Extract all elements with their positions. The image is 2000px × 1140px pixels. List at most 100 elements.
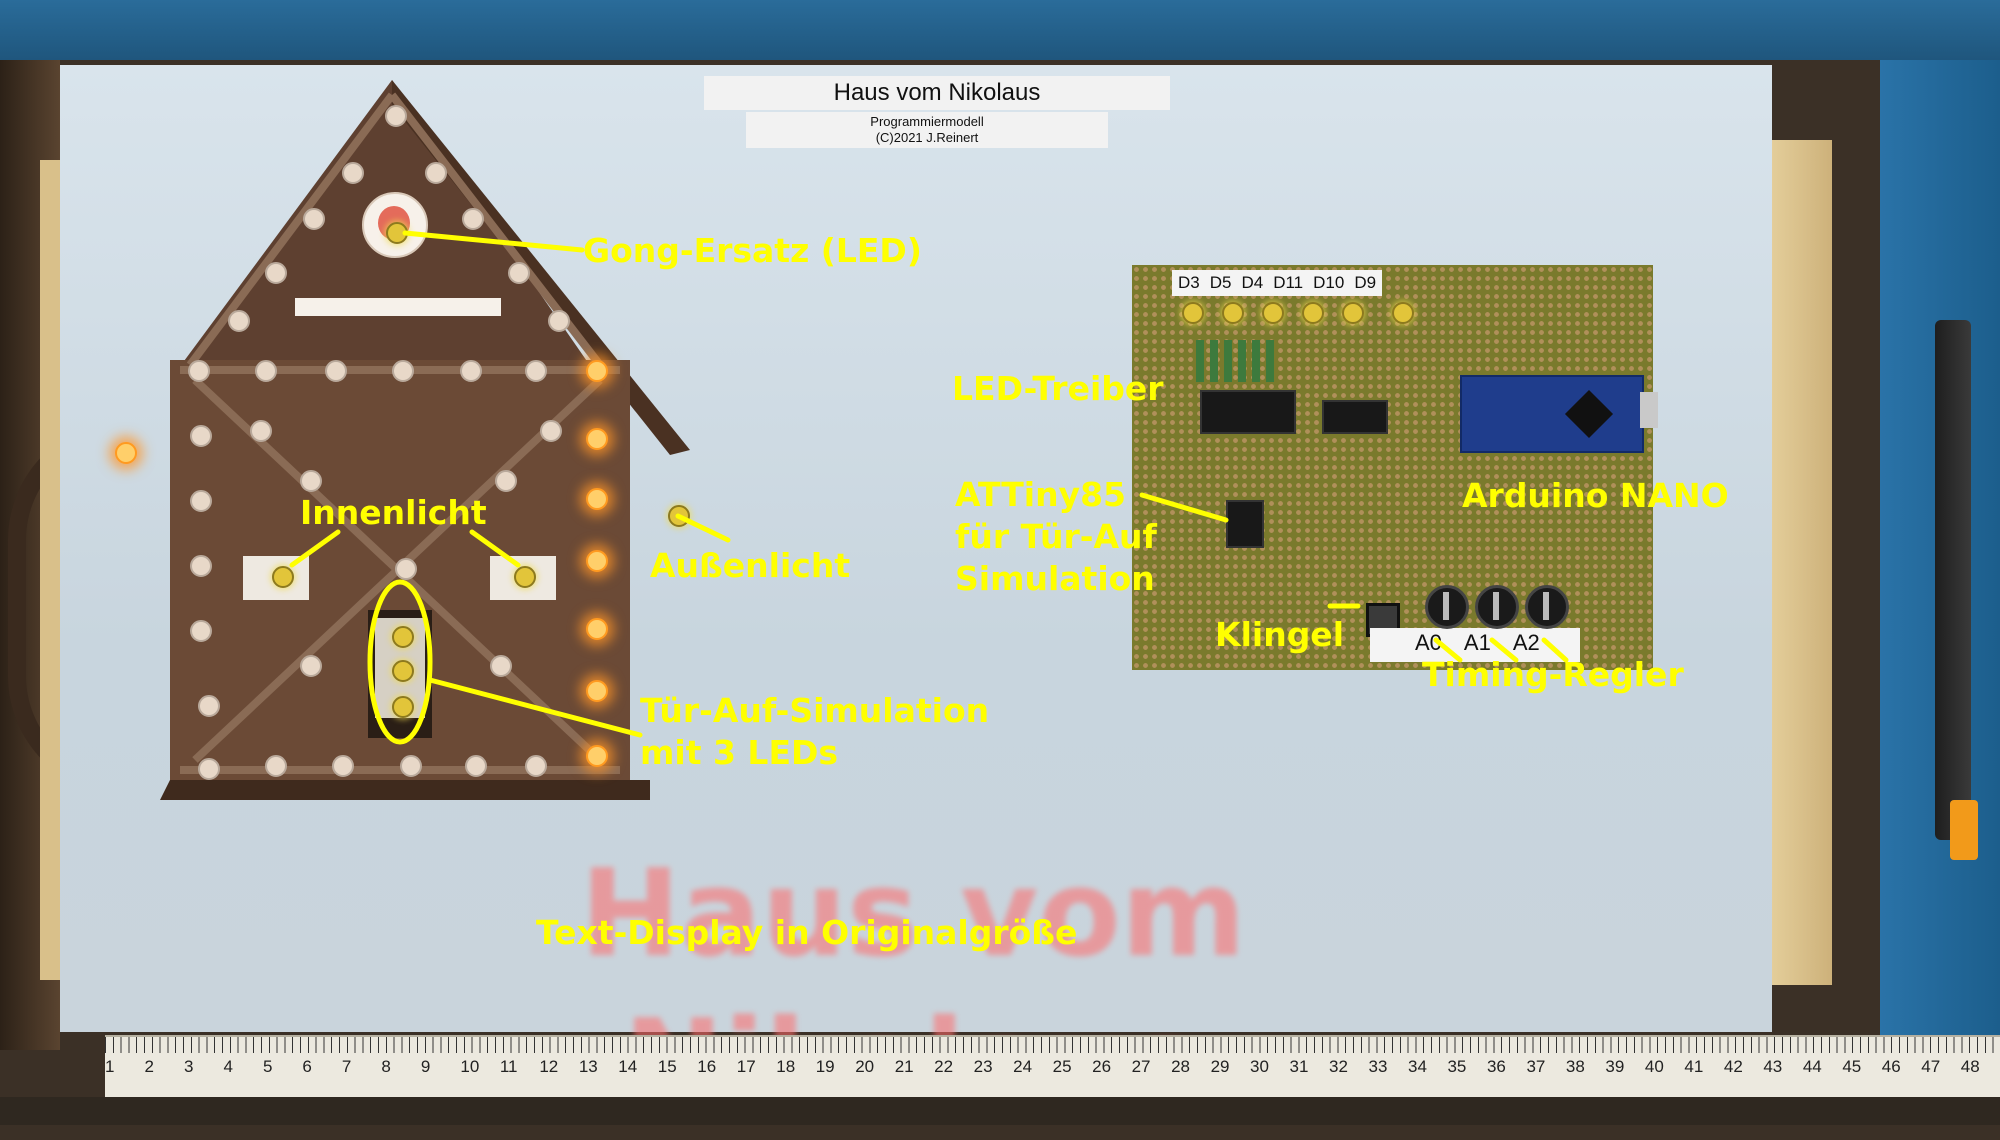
ruler-number: 1 <box>105 1057 115 1076</box>
wall-led-lit <box>586 488 608 510</box>
ruler-number: 43 <box>1763 1057 1783 1076</box>
ruler-number: 34 <box>1407 1057 1427 1076</box>
annotation-tuer-line2: mit 3 LEDs <box>640 733 839 772</box>
door-led <box>392 660 414 682</box>
ruler-number: 32 <box>1329 1057 1348 1076</box>
wall-led <box>525 360 547 382</box>
utility-knife-tip <box>1950 800 1978 860</box>
ruler-number: 35 <box>1447 1057 1467 1076</box>
wall-led <box>190 425 212 447</box>
annotation-klingel: Klingel <box>1215 615 1345 654</box>
pin-label: D3 <box>1178 273 1200 292</box>
roof-led <box>508 262 530 284</box>
roof-led <box>462 208 484 230</box>
ruler-number: 28 <box>1171 1057 1190 1076</box>
house-attic-slot <box>295 298 501 316</box>
ruler-number: 2 <box>144 1057 154 1076</box>
wall-led-lit <box>586 550 608 572</box>
resistor <box>1224 340 1232 382</box>
wall-led <box>495 470 517 492</box>
subtitle-line-2: (C)2021 J.Reinert <box>875 130 979 145</box>
ruler-number: 45 <box>1842 1057 1862 1076</box>
wall-led <box>460 360 482 382</box>
pcb-led <box>1262 302 1284 324</box>
wall-led-lit <box>586 745 608 767</box>
pot-labels: A0 A1 A2 <box>1415 630 1585 660</box>
ruler-number: 39 <box>1605 1057 1625 1076</box>
wall-led <box>490 655 512 677</box>
timing-potentiometer <box>1525 585 1569 629</box>
resistor <box>1252 340 1260 382</box>
ruler-number: 5 <box>262 1057 273 1076</box>
ruler-number: 21 <box>894 1057 914 1076</box>
resistor <box>1196 340 1204 382</box>
ruler-number: 25 <box>1052 1057 1072 1076</box>
pin-label-strip: D3 D5 D4 D11 D10 D9 <box>1172 270 1383 296</box>
wall-led-lit <box>586 618 608 640</box>
wall-led <box>250 420 272 442</box>
pot-label: A1 <box>1463 630 1491 655</box>
wood-strip-right <box>1760 140 1832 985</box>
wall-led <box>325 360 347 382</box>
subtitle-line-1: Programmiermodell <box>870 114 984 129</box>
pcb-led <box>1182 302 1204 324</box>
wall-led <box>198 695 220 717</box>
annotation-tuer: Tür-Auf-Simulation mit 3 LEDs <box>640 690 989 774</box>
wall-led <box>300 655 322 677</box>
annotation-attiny-line1: ATTiny85 <box>955 475 1126 514</box>
wall-led <box>465 755 487 777</box>
roof-led <box>303 208 325 230</box>
arduino-nano-board <box>1460 375 1644 453</box>
door-led <box>392 626 414 648</box>
annotation-text-display: Text-Display in Originalgröße <box>536 913 1078 952</box>
ruler-number: 36 <box>1486 1057 1506 1076</box>
timing-potentiometer <box>1425 585 1469 629</box>
annotation-attiny-line3: Simulation <box>955 559 1155 598</box>
ruler-number: 16 <box>697 1057 717 1076</box>
ruler-number: 14 <box>618 1057 638 1076</box>
ruler-ticks <box>105 1037 2000 1053</box>
ruler-number: 10 <box>460 1057 480 1076</box>
pot-label: A2 <box>1512 630 1540 655</box>
ruler-number: 13 <box>578 1057 598 1076</box>
pin-label: D11 <box>1273 273 1304 292</box>
usb-connector <box>1640 392 1658 428</box>
wall-led-lit <box>586 360 608 382</box>
ruler-number: 41 <box>1684 1057 1704 1076</box>
utility-knife <box>1935 320 1971 840</box>
ruler-number: 48 <box>1960 1057 1980 1076</box>
wall-led <box>255 360 277 382</box>
wall-led <box>198 758 220 780</box>
ruler-number: 7 <box>341 1057 352 1076</box>
ruler-number: 47 <box>1921 1057 1941 1076</box>
annotation-innenlicht: Innenlicht <box>300 493 487 532</box>
ruler-number: 23 <box>973 1057 993 1076</box>
interior-led-right <box>514 566 536 588</box>
roof-led <box>228 310 250 332</box>
roof-led <box>342 162 364 184</box>
annotation-attiny-line2: für Tür-Auf <box>955 517 1157 556</box>
pin-header <box>1322 400 1388 434</box>
ruler-number: 46 <box>1881 1057 1901 1076</box>
wall-led <box>392 360 414 382</box>
ruler-number: 26 <box>1092 1057 1112 1076</box>
annotation-arduino: Arduino NANO <box>1462 476 1729 515</box>
wall-led <box>300 470 322 492</box>
resistor <box>1266 340 1274 382</box>
side-led <box>115 442 137 464</box>
house-base <box>160 780 650 800</box>
wall-led <box>190 555 212 577</box>
resistor <box>1210 340 1218 382</box>
wall-led <box>540 420 562 442</box>
board-subtitle-label: Programmiermodell (C)2021 J.Reinert <box>746 112 1108 148</box>
pot-label-strip <box>1370 628 1580 662</box>
ruler-number: 17 <box>736 1057 756 1076</box>
annotation-tuer-line1: Tür-Auf-Simulation <box>640 691 990 730</box>
door-led <box>392 696 414 718</box>
annotation-gong: Gong-Ersatz (LED) <box>583 231 922 270</box>
annotation-attiny: ATTiny85 für Tür-Auf Simulation <box>955 474 1157 600</box>
ruler-number: 44 <box>1802 1057 1822 1076</box>
wall-led-lit <box>586 428 608 450</box>
